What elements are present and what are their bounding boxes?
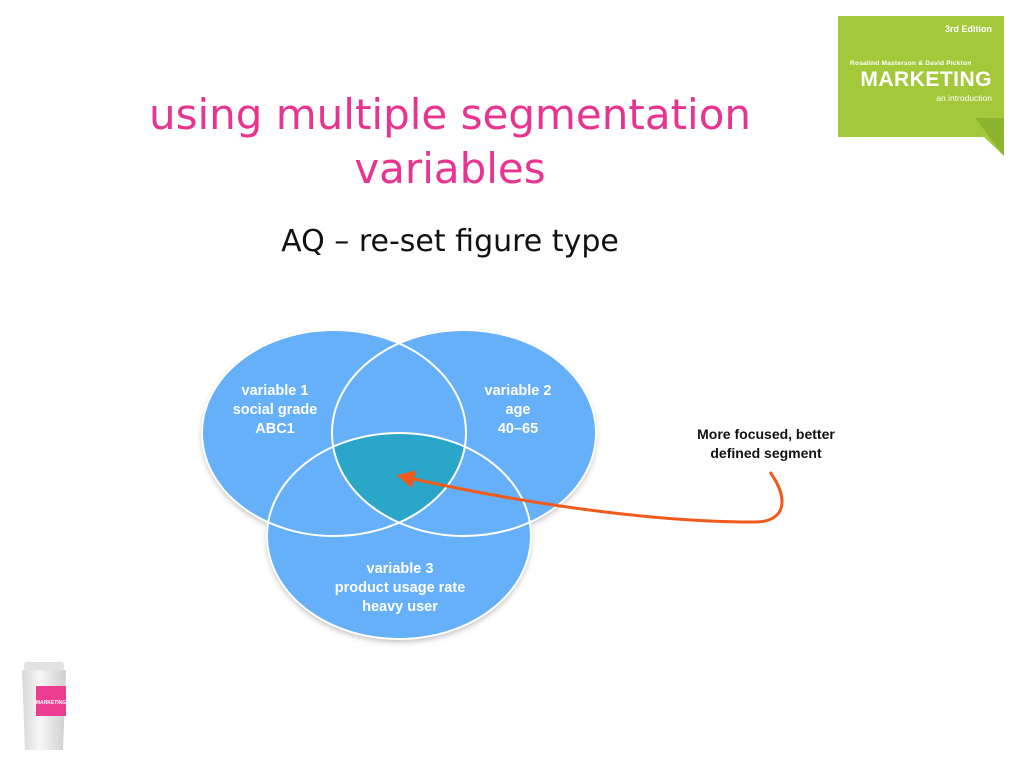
book-authors: Rosalind Masterson & David Pickton [850, 60, 972, 67]
slide-title: using multiple segmentation variables [90, 88, 810, 196]
set-3-label-line-1: variable 3 [367, 561, 434, 577]
set-1-label-line-1: variable 1 [242, 383, 309, 399]
venn-outline-2 [331, 329, 597, 537]
venn-outline-3 [266, 432, 532, 640]
book-logo: 3rd Edition Rosalind Masterson & David P… [838, 16, 1004, 156]
annotation-line-1: More focused, better [697, 426, 835, 442]
book-logo-badge [838, 16, 1004, 156]
book-brand: MARKETING [860, 68, 992, 91]
venn-circle-variable-3 [267, 433, 531, 639]
venn-outline-1 [201, 329, 467, 537]
slide-subtitle: AQ – re-set figure type [281, 224, 619, 259]
set-3-label-line-2: product usage rate [335, 580, 466, 596]
slide-title-line-2: variables [354, 144, 546, 193]
coffee-cup-image: MARKETING [22, 662, 66, 750]
annotation-line-2: defined segment [710, 445, 822, 461]
set-1-label-line-2: social grade [233, 402, 318, 418]
set-2-label-line-3: 40–65 [498, 421, 538, 437]
set-2-label-line-2: age [506, 402, 531, 418]
cup-label: MARKETING [36, 700, 66, 706]
book-edition: 3rd Edition [945, 24, 992, 34]
set-1-label-line-3: ABC1 [255, 421, 294, 437]
set-3-label-line-3: heavy user [362, 599, 438, 615]
annotation-arrow [396, 470, 784, 524]
set-2-label-line-1: variable 2 [485, 383, 552, 399]
book-tagline: an introduction [936, 93, 992, 103]
slide-title-line-1: using multiple segmentation [148, 90, 752, 139]
